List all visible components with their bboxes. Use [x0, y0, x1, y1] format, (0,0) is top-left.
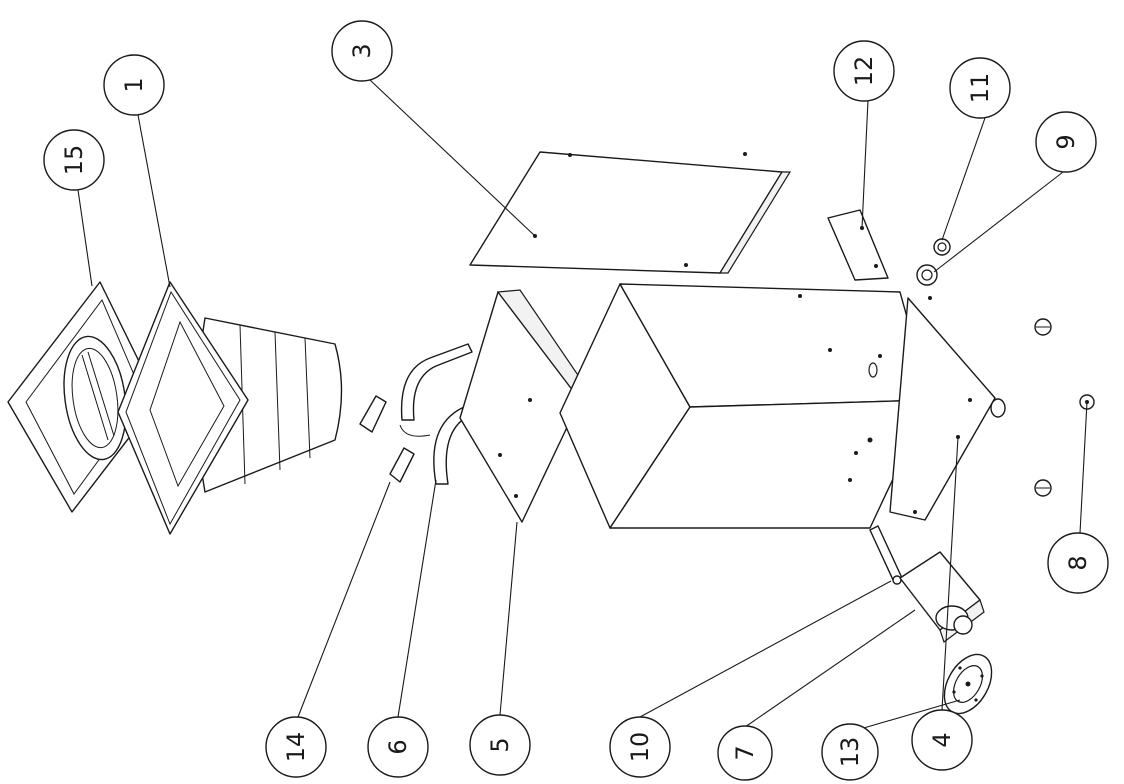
part-10-pin	[869, 525, 903, 585]
balloon-14-label: 14	[282, 732, 310, 763]
part-4-base-plate	[889, 296, 1006, 521]
balloon-4: 4	[911, 709, 973, 771]
part-9-fitting	[916, 264, 938, 286]
balloon-9: 9	[1035, 111, 1097, 173]
balloon-15-label: 15	[60, 145, 88, 176]
balloon-11: 11	[949, 57, 1011, 119]
balloon-15: 15	[43, 129, 105, 191]
balloon-5: 5	[469, 714, 531, 776]
balloon-12-label: 12	[850, 56, 878, 87]
leader-lines	[77, 79, 1088, 733]
balloon-7: 7	[717, 725, 773, 781]
balloon-4-label: 4	[928, 732, 956, 747]
balloon-8: 8	[1047, 532, 1109, 594]
part-13-knob-disc	[943, 653, 993, 715]
balloon-14: 14	[265, 716, 327, 778]
part-14-clips	[359, 395, 415, 483]
main-housing	[559, 283, 931, 529]
balloon-3: 3	[331, 20, 393, 82]
part-8-feet	[1034, 318, 1095, 497]
balloon-11-label: 11	[966, 73, 994, 104]
part-7-thermostat	[899, 551, 985, 643]
balloon-12: 12	[833, 40, 895, 102]
balloon-13: 13	[821, 723, 879, 781]
balloon-1: 1	[103, 54, 165, 116]
balloon-8-label: 8	[1064, 555, 1092, 570]
part-11-knob	[933, 238, 951, 256]
balloon-6-label: 6	[384, 739, 412, 754]
balloon-13-label: 13	[836, 737, 864, 768]
balloon-10: 10	[609, 716, 671, 778]
balloon-6: 6	[367, 716, 429, 778]
part-3-side-panel	[469, 151, 792, 274]
balloon-7-label: 7	[731, 745, 759, 760]
balloon-5-label: 5	[486, 737, 514, 752]
balloon-1-label: 1	[120, 77, 148, 92]
part-1-basin	[117, 281, 343, 535]
balloon-9-label: 9	[1052, 134, 1080, 149]
balloon-10-label: 10	[626, 732, 654, 763]
balloon-3-label: 3	[348, 43, 376, 58]
part-12-bracket	[827, 209, 889, 281]
